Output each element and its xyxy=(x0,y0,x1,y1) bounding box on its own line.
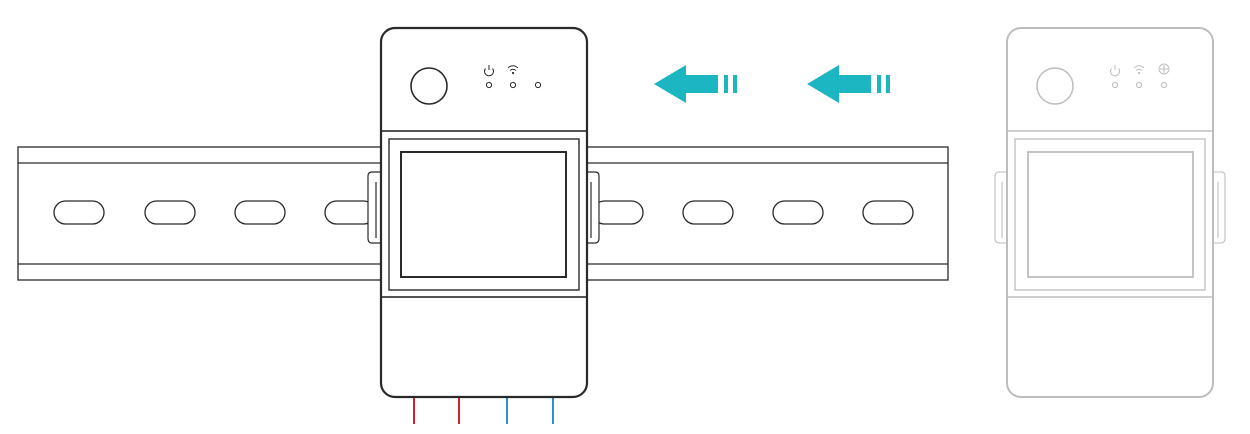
device-screen xyxy=(400,151,567,278)
device-screen-bezel xyxy=(388,138,580,291)
ghost-led-third xyxy=(1160,81,1168,89)
ghost-screen xyxy=(1027,151,1194,278)
led-power xyxy=(485,81,493,89)
rail-slot-6 xyxy=(682,200,734,225)
rail-slot-1 xyxy=(53,200,105,225)
wires xyxy=(413,396,554,424)
rail-slot-7 xyxy=(772,200,824,225)
arrow-left-2 xyxy=(807,65,890,103)
arrow-left-1 xyxy=(654,65,737,103)
rail-slot-2 xyxy=(144,200,196,225)
led-wifi xyxy=(509,81,517,89)
ghost-device-button xyxy=(1036,67,1074,105)
ghost-power-icon xyxy=(1110,65,1120,77)
device-front-frame xyxy=(380,130,588,298)
rail-slot-8 xyxy=(862,200,914,225)
power-icon xyxy=(484,65,494,77)
ghost-led-wifi xyxy=(1135,81,1143,89)
device-button xyxy=(410,67,448,105)
wifi-icon xyxy=(507,65,519,75)
rail-slot-3 xyxy=(234,200,286,225)
device-mounted xyxy=(367,26,600,399)
ghost-screen-bezel xyxy=(1014,138,1206,291)
ghost-network-icon xyxy=(1158,63,1170,75)
ghost-wifi-icon xyxy=(1133,65,1145,75)
led-third xyxy=(534,81,542,89)
device-ghost xyxy=(994,27,1226,398)
ghost-front-frame xyxy=(1006,130,1214,298)
ghost-led-power xyxy=(1111,81,1119,89)
rail-slot-5 xyxy=(592,200,644,225)
